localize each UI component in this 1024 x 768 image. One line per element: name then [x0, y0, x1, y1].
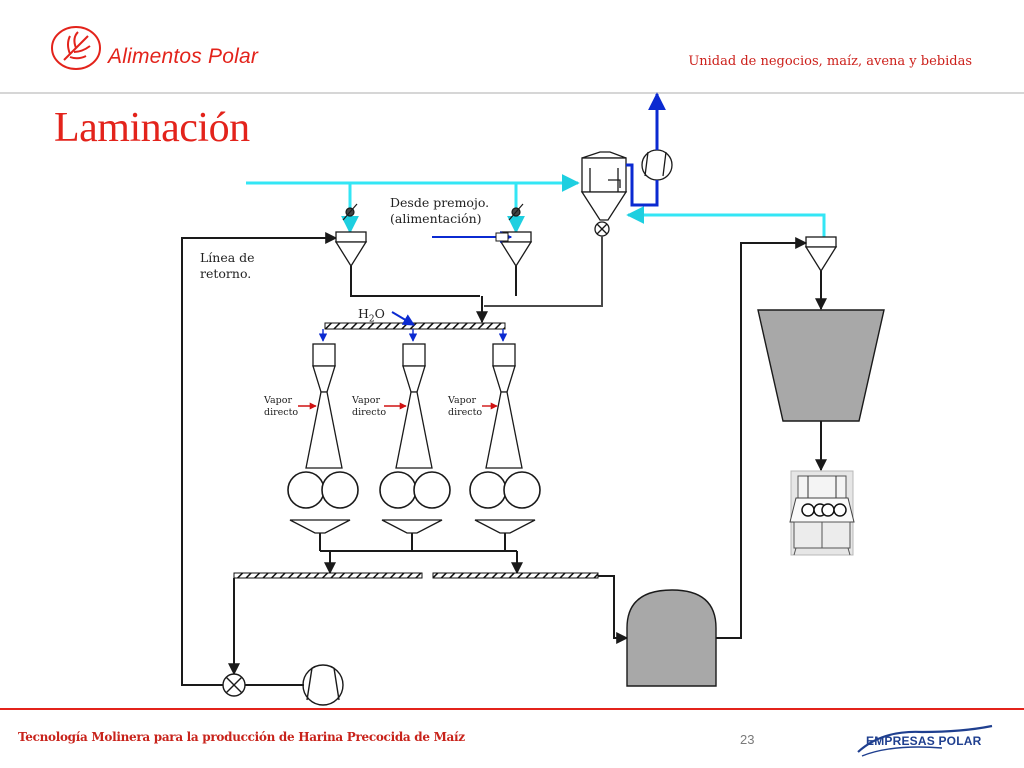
vapor-directo-label-3: Vapor directo [448, 395, 482, 419]
return-line [181, 232, 338, 686]
vapor-line2: directo [264, 407, 299, 418]
top-screw-conveyor [324, 322, 506, 330]
flaking-mill [287, 471, 541, 509]
rotary-valve [222, 673, 246, 697]
roller-mill-image [789, 470, 855, 556]
vapor-line2: directo [352, 407, 387, 418]
business-unit: Unidad de negocios, maíz, avena y bebida… [688, 54, 972, 69]
h2o-sub: 2 [368, 314, 375, 325]
h2o-end: O [374, 306, 385, 321]
empresas-polar-label: EMPRESAS POLAR [866, 734, 982, 748]
header-divider [0, 92, 1024, 94]
dome-silo [626, 589, 717, 687]
page-title: Laminación [54, 105, 250, 151]
vapor-directo-label-1: Vapor directo [264, 395, 298, 419]
h2o-label: H2O [358, 306, 385, 328]
blue-exhaust-line [626, 92, 666, 207]
cyclone-separator [580, 151, 628, 237]
desde-premojo-label: Desde premojo. (alimentación) [390, 195, 489, 227]
feed-hopper [334, 231, 838, 273]
h2o-arrow [391, 311, 416, 326]
desde-premojo-line2: (alimentación) [390, 211, 482, 226]
vapor-line1: Vapor [264, 395, 292, 406]
flake-hopper [757, 309, 885, 422]
conveyor-drop [318, 329, 508, 342]
brand-name: Alimentos Polar [108, 45, 259, 68]
page-number: 23 [740, 732, 755, 747]
discharge-funnel [289, 519, 536, 534]
bottom-right-conveyor [432, 572, 599, 579]
bottom-left-conveyor [233, 572, 423, 579]
linea-retorno-line2: retorno. [200, 266, 252, 281]
premojo-feed-box [495, 232, 509, 242]
feed-valve [342, 203, 524, 221]
linea-retorno-label: Línea de retorno. [200, 250, 255, 282]
collector-lines [319, 533, 523, 575]
desde-premojo-line1: Desde premojo. [390, 195, 490, 210]
linea-retorno-line1: Línea de [200, 250, 255, 265]
footer-divider [0, 708, 1024, 710]
h2o-main: H [358, 306, 369, 321]
steam-chest [305, 343, 523, 469]
exhaust-fan [641, 149, 673, 181]
alimentos-polar-logo [51, 26, 101, 70]
feed-collector-line [350, 236, 603, 324]
vapor-line2: directo [448, 407, 483, 418]
air-line [246, 174, 826, 262]
blower [302, 664, 344, 706]
vapor-line1: Vapor [352, 395, 380, 406]
vapor-line1: Vapor [448, 395, 476, 406]
footer-text: Tecnología Molinera para la producción d… [18, 730, 465, 744]
empresas-polar-logo [857, 724, 993, 757]
product-lines [228, 237, 808, 676]
vapor-directo-label-2: Vapor directo [352, 395, 386, 419]
